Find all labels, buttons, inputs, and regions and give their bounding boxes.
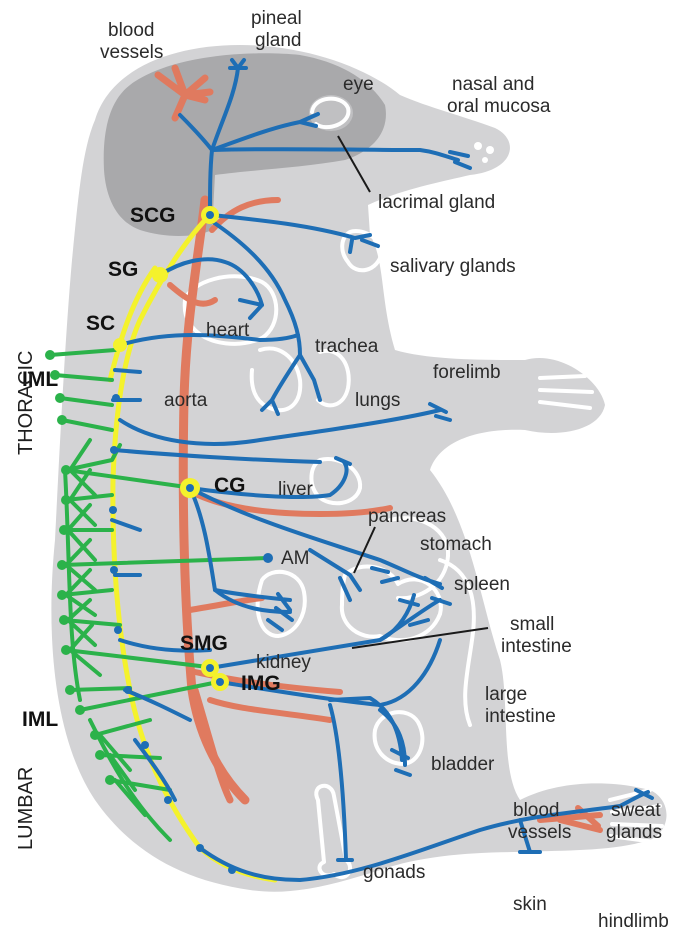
label-eye: eye <box>343 74 374 95</box>
label-hindlimb: hindlimb <box>598 911 669 932</box>
smg-core <box>206 664 214 672</box>
label-blood-vessels-top-1: blood <box>108 20 155 41</box>
nasal-dot-1 <box>474 142 482 150</box>
label-scg: SCG <box>130 204 176 227</box>
iml-neuron-dot <box>61 645 71 655</box>
chain-node <box>110 446 118 454</box>
iml-neuron-dot <box>90 730 100 740</box>
label-lacrimal-gland: lacrimal gland <box>378 192 495 213</box>
iml-neuron-dot <box>61 465 71 475</box>
nasal-dot-2 <box>486 146 494 154</box>
label-pineal-gland-1: pineal <box>251 8 302 29</box>
label-cg: CG <box>214 474 246 497</box>
label-smg: SMG <box>180 632 228 655</box>
iml-neuron-dot <box>59 615 69 625</box>
label-pineal-gland-2: gland <box>255 30 302 51</box>
sg-ganglion <box>152 267 168 283</box>
label-sweat-glands-2: glands <box>606 822 662 843</box>
chain-node <box>124 686 132 694</box>
label-sg: SG <box>108 258 138 281</box>
nasal-dot-3 <box>482 157 488 163</box>
iml-neuron-dot <box>105 775 115 785</box>
iml-neuron-dot <box>61 495 71 505</box>
iml-neuron-dot <box>55 393 65 403</box>
label-blood-vessels-top-2: vessels <box>100 42 163 63</box>
label-skin: skin <box>513 894 547 915</box>
label-spleen: spleen <box>454 574 510 595</box>
chain-node <box>164 796 172 804</box>
label-nasal-mucosa-1: nasal and <box>452 74 534 95</box>
iml-neuron-dot <box>57 590 67 600</box>
label-sweat-glands-1: sweat <box>611 800 661 821</box>
iml-neuron-dot <box>45 350 55 360</box>
label-gonads: gonads <box>363 862 425 883</box>
label-liver: liver <box>278 479 314 500</box>
label-blood-vessels-limb-2: vessels <box>508 822 571 843</box>
label-stomach: stomach <box>420 534 492 555</box>
chain-node <box>196 844 204 852</box>
chain-ramus-1 <box>115 370 140 372</box>
am-node <box>263 553 273 563</box>
label-large-intestine-1: large <box>485 684 527 705</box>
chain-node <box>114 626 122 634</box>
chain-node <box>109 506 117 514</box>
label-am: AM <box>281 548 310 569</box>
scg-core <box>206 211 214 219</box>
label-lungs: lungs <box>355 390 400 411</box>
label-nasal-mucosa-2: oral mucosa <box>447 96 551 117</box>
chain-node <box>112 394 120 402</box>
label-salivary-glands: salivary glands <box>390 256 516 277</box>
label-kidney: kidney <box>256 652 311 673</box>
label-large-intestine-2: intestine <box>485 706 556 727</box>
label-forelimb: forelimb <box>433 362 501 383</box>
label-small-intestine-1: small <box>510 614 554 635</box>
label-trachea: trachea <box>315 336 379 357</box>
label-pancreas: pancreas <box>368 506 446 527</box>
img-core <box>216 678 224 686</box>
label-small-intestine-2: intestine <box>501 636 572 657</box>
chain-node <box>141 741 149 749</box>
iml-neuron-dot <box>95 750 105 760</box>
region-labels: THORACIC LUMBAR <box>15 351 37 850</box>
scg-trunk <box>210 150 212 215</box>
cg-core <box>186 484 194 492</box>
label-thoracic: THORACIC <box>15 351 37 455</box>
sc-ganglion <box>113 338 127 352</box>
label-img: IMG <box>241 672 281 695</box>
label-heart: heart <box>206 320 250 341</box>
iml-neuron-dot <box>65 685 75 695</box>
iml-neuron-dot <box>57 560 67 570</box>
chain-node <box>110 566 118 574</box>
label-iml-lower: IML <box>22 708 58 731</box>
pre-fiber <box>70 688 130 690</box>
iml-neuron-dot <box>75 705 85 715</box>
label-lumbar: LUMBAR <box>15 767 37 850</box>
label-aorta: aorta <box>164 390 208 411</box>
iml-neuron-dot <box>57 415 67 425</box>
label-sc: SC <box>86 312 115 335</box>
label-blood-vessels-limb-1: blood <box>513 800 560 821</box>
iml-neuron-dot <box>59 525 69 535</box>
label-bladder: bladder <box>431 754 495 775</box>
chain-node <box>228 866 236 874</box>
